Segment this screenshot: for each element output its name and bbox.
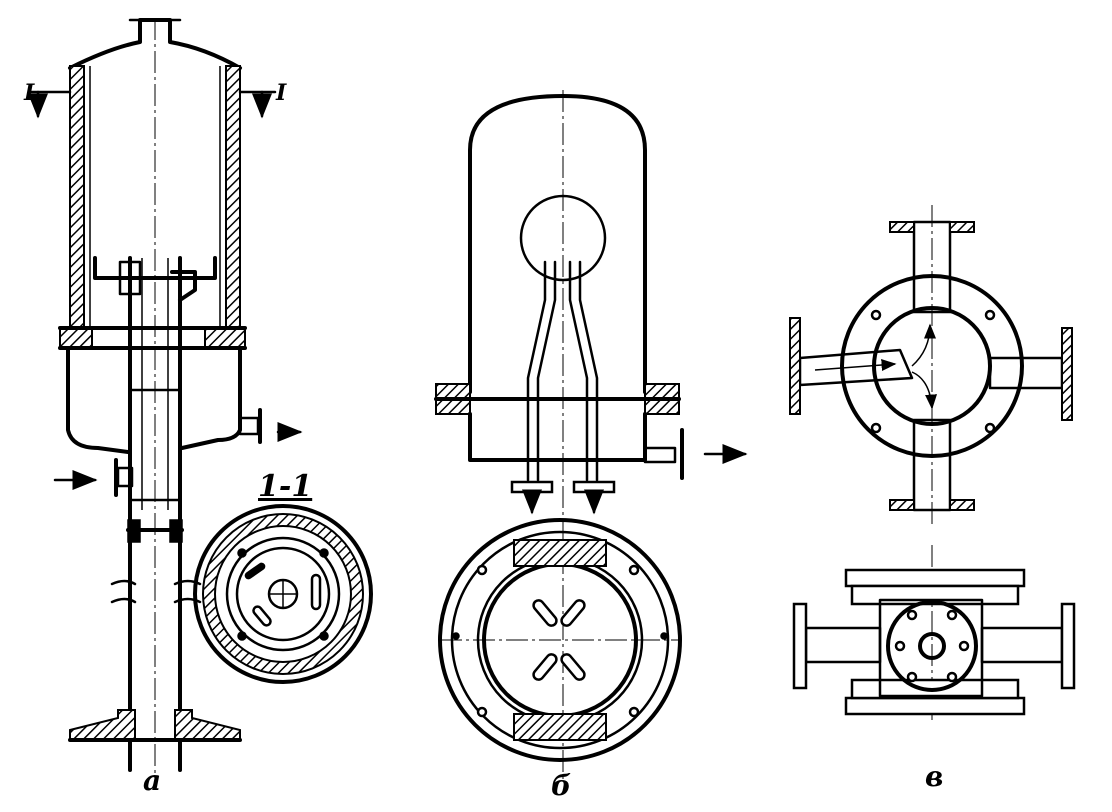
cut-label-right: I [275,80,287,106]
panel-c-label: в [925,760,943,793]
section-1-1 [193,504,373,684]
panel-b-label: б [551,769,571,802]
section-label: 1-1 [258,469,312,504]
panel-a-separator [28,18,303,780]
panel-c-separator [789,205,1076,720]
cut-label-left: I [23,80,35,106]
panel-b-separator [434,90,748,780]
panel-a-label: а [143,764,161,797]
